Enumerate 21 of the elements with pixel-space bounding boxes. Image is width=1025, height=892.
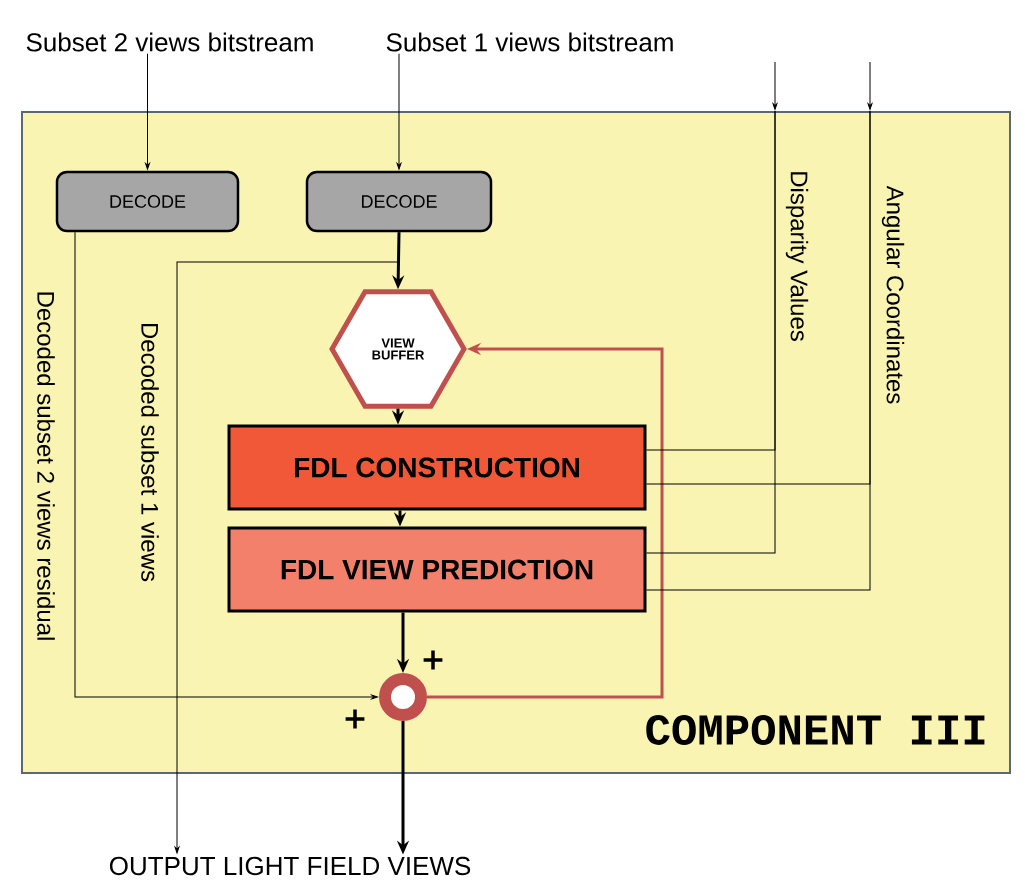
edge-label: Decoded subset 2 views residual bbox=[37, 292, 55, 640]
process-box: FDL VIEW PREDICTION bbox=[227, 526, 647, 613]
arrow bbox=[772, 61, 778, 110]
subset-label: Subset 2 views bitstream bbox=[26, 32, 313, 52]
arrow bbox=[145, 53, 150, 170]
plus-sign: + bbox=[345, 709, 365, 729]
plus-sign: + bbox=[423, 650, 443, 670]
rotated-label: Angular Coordinates bbox=[881, 185, 905, 404]
rotated-label: Disparity Values bbox=[785, 172, 809, 341]
arrow bbox=[396, 53, 402, 170]
subset-label: Subset 1 views bitstream bbox=[386, 32, 673, 52]
decode-box: DECODE bbox=[305, 170, 493, 233]
process-box: FDL CONSTRUCTION bbox=[227, 424, 647, 511]
arrow bbox=[867, 61, 873, 110]
output-label: OUTPUT LIGHT FIELD VIEWS bbox=[109, 856, 471, 876]
sum-junction bbox=[379, 673, 427, 721]
decode-box: DECODE bbox=[55, 170, 240, 233]
edge-label: Decoded subset 1 views bbox=[141, 323, 159, 582]
arrow bbox=[74, 231, 378, 700]
buffer-hexagon: VIEW BUFFER bbox=[329, 289, 467, 409]
arrow bbox=[174, 231, 400, 854]
